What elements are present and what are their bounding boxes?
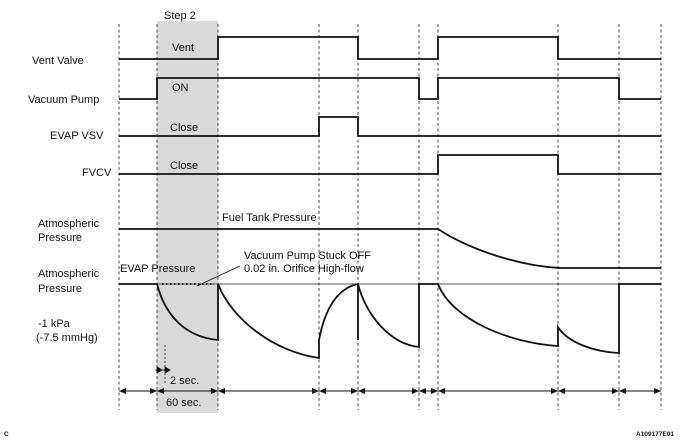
evap-vsv-trace — [119, 116, 661, 137]
two-sec-label: 2 sec. — [170, 375, 199, 387]
signal-traces — [119, 36, 661, 175]
stuck-off-leader — [196, 265, 241, 287]
orifice-label: 0.02 in. Orifice High-flow — [244, 263, 364, 275]
on-state-label: ON — [172, 82, 189, 94]
atm-pressure-label-2-line1: Atmospheric — [38, 268, 100, 280]
step2-shaded-band — [157, 21, 218, 413]
atm-pressure-label-2-line2: Pressure — [38, 283, 82, 295]
time-axis-arrowheads — [119, 388, 661, 394]
evap-pressure-label: EVAP Pressure — [120, 263, 195, 275]
vacuum-pump-trace — [119, 77, 661, 100]
mmhg-label: (-7.5 mmHg) — [36, 332, 98, 344]
vent-valve-label: Vent Valve — [32, 55, 84, 67]
kpa-label: -1 kPa — [38, 318, 71, 330]
vent-state-label: Vent — [172, 42, 194, 54]
corner-letter: C — [4, 431, 9, 438]
evap-vsv-label: EVAP VSV — [50, 130, 104, 142]
fuel-tank-pressure-trace — [119, 228, 661, 269]
fvcv-label: FVCV — [82, 167, 112, 179]
fvcv-trace — [119, 154, 661, 175]
fvcv-close-label: Close — [170, 160, 198, 172]
vent-valve-trace — [119, 36, 661, 60]
sixty-sec-label: 60 sec. — [166, 397, 201, 409]
stuck-off-label: Vacuum Pump Stuck OFF — [244, 250, 371, 262]
atm-pressure-label-1-line2: Pressure — [38, 232, 82, 244]
step-label: Step 2 — [164, 10, 196, 22]
figure-id: A109177E01 — [636, 431, 674, 438]
atm-pressure-label-1-line1: Atmospheric — [38, 218, 100, 230]
vacuum-pump-label: Vacuum Pump — [28, 94, 99, 106]
evap-pressure-trace — [119, 282, 661, 360]
fuel-tank-pressure-label: Fuel Tank Pressure — [222, 212, 317, 224]
two-sec-marker — [155, 345, 171, 383]
evap-vsv-close-label: Close — [170, 122, 198, 134]
